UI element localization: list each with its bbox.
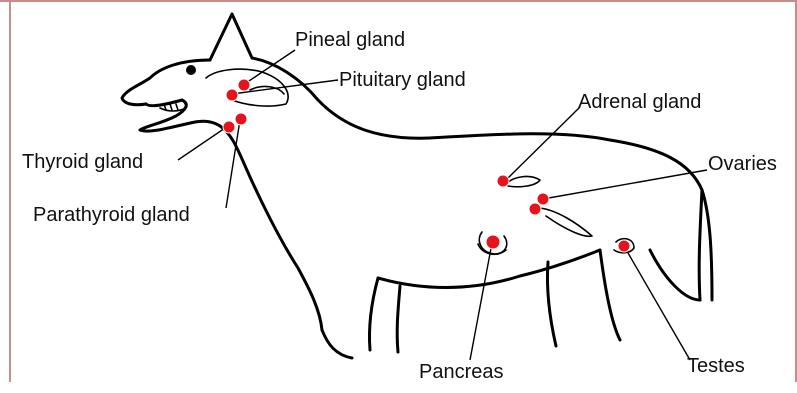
- kidney-outline: [506, 177, 540, 187]
- label-pineal-gland: Pineal gland: [295, 30, 405, 50]
- label-parathyroid-gland: Parathyroid gland: [33, 205, 190, 225]
- dog-hind-leg-3: [650, 250, 700, 300]
- label-thyroid-gland: Thyroid gland: [22, 152, 143, 172]
- testes-marker: [618, 240, 630, 252]
- dog-eye: [186, 65, 196, 75]
- ovary-marker-2: [529, 203, 541, 215]
- label-pituitary-gland: Pituitary gland: [339, 70, 466, 90]
- label-pancreas: Pancreas: [419, 362, 504, 382]
- dog-head-top: [122, 60, 210, 105]
- adrenal-gland-marker: [497, 175, 509, 187]
- thyroid-gland-marker: [223, 121, 235, 133]
- dog-outline: [122, 14, 712, 358]
- pancreas-marker: [486, 235, 500, 249]
- label-testes: Testes: [687, 356, 745, 376]
- label-ovaries: Ovaries: [708, 154, 777, 174]
- ovary-marker-1: [537, 193, 549, 205]
- dog-chest: [220, 126, 322, 330]
- label-adrenal-gland: Adrenal gland: [578, 92, 701, 112]
- leader-pancreas: [470, 243, 492, 360]
- leader-thyroid: [178, 126, 228, 160]
- pineal-gland-marker: [238, 79, 250, 91]
- dog-hind-leg-2: [600, 250, 620, 340]
- dog-front-leg-1: [322, 330, 352, 358]
- dog-front-leg-2: [369, 278, 378, 350]
- dog-front-leg-3: [397, 286, 400, 352]
- parathyroid-gland-marker: [235, 113, 247, 125]
- leader-ovaries: [543, 170, 707, 199]
- uterus-outline: [540, 208, 592, 236]
- dog-hind-leg-1: [547, 262, 556, 346]
- dog-snout: [140, 100, 220, 131]
- leader-adrenal: [506, 107, 580, 180]
- pituitary-gland-marker: [226, 89, 238, 101]
- dog-tail: [699, 190, 702, 300]
